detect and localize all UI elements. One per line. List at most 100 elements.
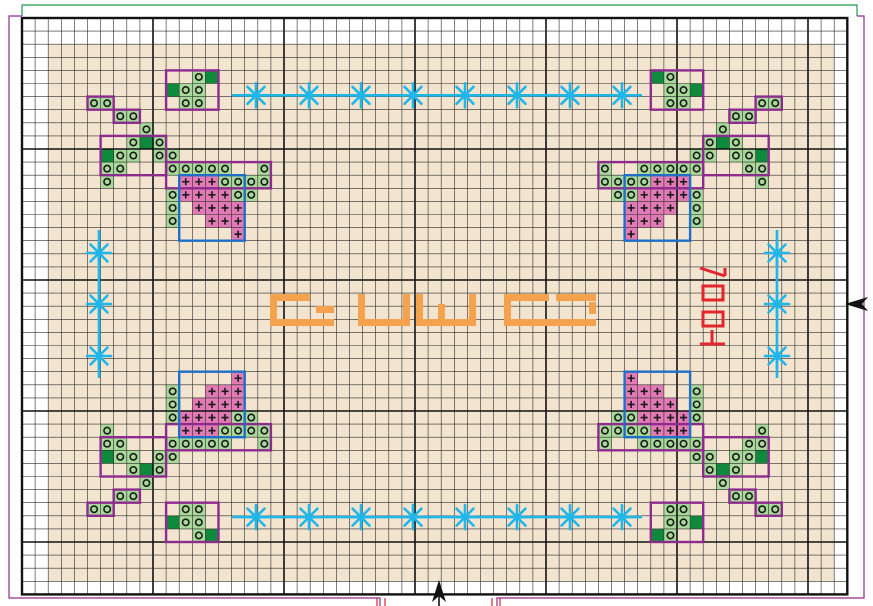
flower-stitch-bottom-left: [179, 437, 192, 450]
flower-stitch-top-right: [651, 70, 664, 83]
flower-stitch-top-left: [219, 175, 232, 188]
flower-stitch-bottom-left: [219, 424, 232, 437]
orange-letter-2-right: [403, 294, 410, 326]
flower-stitch-top-right: [690, 84, 703, 97]
flower-stitch-bottom-right: [664, 516, 677, 529]
flower-stitch-top-right: [690, 162, 703, 175]
flower-stitch-top-left: [219, 162, 232, 175]
flower-stitch-top-left: [205, 70, 218, 83]
flower-stitch-bottom-right: [690, 385, 703, 398]
flower-stitch-bottom-right: [703, 463, 716, 476]
flower-stitch-bottom-left: [245, 424, 258, 437]
flower-stitch-top-right: [690, 149, 703, 162]
flower-stitch-bottom-left: [114, 450, 127, 463]
flower-stitch-top-left: [205, 162, 218, 175]
flower-stitch-top-left: [127, 136, 140, 149]
flower-stitch-top-left: [101, 97, 114, 110]
flower-stitch-bottom-left: [127, 490, 140, 503]
flower-stitch-bottom-left: [166, 437, 179, 450]
orange-letter-4-mid: [589, 302, 596, 314]
flower-stitch-bottom-left: [127, 450, 140, 463]
flower-stitch-bottom-right: [769, 503, 782, 516]
flower-stitch-bottom-right: [625, 424, 638, 437]
flower-stitch-bottom-right: [690, 450, 703, 463]
flower-stitch-top-left: [232, 188, 245, 201]
flower-stitch-top-left: [245, 175, 258, 188]
flower-stitch-bottom-left: [166, 450, 179, 463]
flower-stitch-bottom-right: [664, 529, 677, 542]
flower-stitch-bottom-right: [743, 490, 756, 503]
flower-stitch-bottom-right: [690, 398, 703, 411]
flower-stitch-bottom-left: [166, 398, 179, 411]
flower-stitch-bottom-right: [756, 424, 769, 437]
flower-stitch-bottom-left: [101, 450, 114, 463]
flower-stitch-bottom-left: [192, 437, 205, 450]
flower-stitch-bottom-left: [205, 529, 218, 542]
flower-stitch-bottom-left: [179, 516, 192, 529]
flower-stitch-top-right: [743, 149, 756, 162]
flower-stitch-top-right: [756, 149, 769, 162]
flower-stitch-bottom-left: [101, 424, 114, 437]
flower-stitch-bottom-left: [114, 490, 127, 503]
flower-stitch-bottom-left: [258, 437, 271, 450]
flower-stitch-top-left: [166, 162, 179, 175]
flower-stitch-top-right: [677, 84, 690, 97]
flower-stitch-top-right: [598, 175, 611, 188]
flower-stitch-top-right: [729, 136, 742, 149]
flower-stitch-bottom-right: [716, 477, 729, 490]
flower-stitch-top-right: [743, 110, 756, 123]
flower-stitch-bottom-right: [664, 437, 677, 450]
flower-stitch-top-right: [625, 175, 638, 188]
orange-letter-1-base: [270, 319, 334, 326]
flower-stitch-bottom-left: [140, 463, 153, 476]
flower-stitch-bottom-left: [205, 437, 218, 450]
orange-letter-3-left: [416, 294, 423, 326]
flower-stitch-top-right: [729, 149, 742, 162]
flower-stitch-top-right: [664, 84, 677, 97]
flower-stitch-bottom-right: [598, 424, 611, 437]
flower-stitch-bottom-left: [127, 463, 140, 476]
flower-stitch-bottom-left: [192, 516, 205, 529]
flower-stitch-bottom-right: [677, 503, 690, 516]
flower-stitch-bottom-right: [690, 411, 703, 424]
flower-stitch-bottom-left: [179, 503, 192, 516]
orange-letter-3-right: [469, 294, 476, 326]
orange-letter-3-mid: [438, 304, 445, 326]
flower-stitch-top-right: [664, 70, 677, 83]
frame-top-green: [22, 5, 857, 16]
orange-letter-1-mid: [316, 306, 334, 313]
flower-stitch-top-right: [743, 162, 756, 175]
flower-stitch-bottom-left: [88, 503, 101, 516]
flower-stitch-top-left: [140, 123, 153, 136]
flower-stitch-top-right: [625, 188, 638, 201]
flower-stitch-top-right: [716, 136, 729, 149]
flower-stitch-top-right: [729, 110, 742, 123]
flower-stitch-top-left: [114, 149, 127, 162]
flower-stitch-top-right: [716, 123, 729, 136]
flower-stitch-bottom-left: [101, 437, 114, 450]
flower-stitch-top-left: [114, 162, 127, 175]
flower-stitch-bottom-right: [756, 503, 769, 516]
flower-stitch-top-right: [638, 162, 651, 175]
flower-stitch-top-left: [192, 97, 205, 110]
flower-stitch-top-left: [245, 188, 258, 201]
flower-stitch-top-right: [703, 136, 716, 149]
orange-letter-3-base: [416, 319, 476, 326]
flower-stitch-bottom-right: [729, 450, 742, 463]
orange-letter-2-base: [358, 319, 410, 326]
flower-stitch-bottom-right: [638, 437, 651, 450]
flower-stitch-top-left: [101, 149, 114, 162]
flower-stitch-bottom-right: [716, 463, 729, 476]
flower-stitch-top-left: [179, 84, 192, 97]
flower-stitch-bottom-right: [612, 424, 625, 437]
flower-stitch-bottom-right: [651, 529, 664, 542]
flower-stitch-bottom-left: [192, 503, 205, 516]
flower-stitch-top-left: [166, 149, 179, 162]
flower-stitch-top-right: [651, 162, 664, 175]
flower-stitch-top-right: [612, 188, 625, 201]
flower-stitch-bottom-left: [166, 516, 179, 529]
flower-stitch-top-right: [664, 162, 677, 175]
flower-stitch-bottom-left: [232, 424, 245, 437]
flower-stitch-top-left: [127, 110, 140, 123]
flower-stitch-bottom-left: [153, 463, 166, 476]
